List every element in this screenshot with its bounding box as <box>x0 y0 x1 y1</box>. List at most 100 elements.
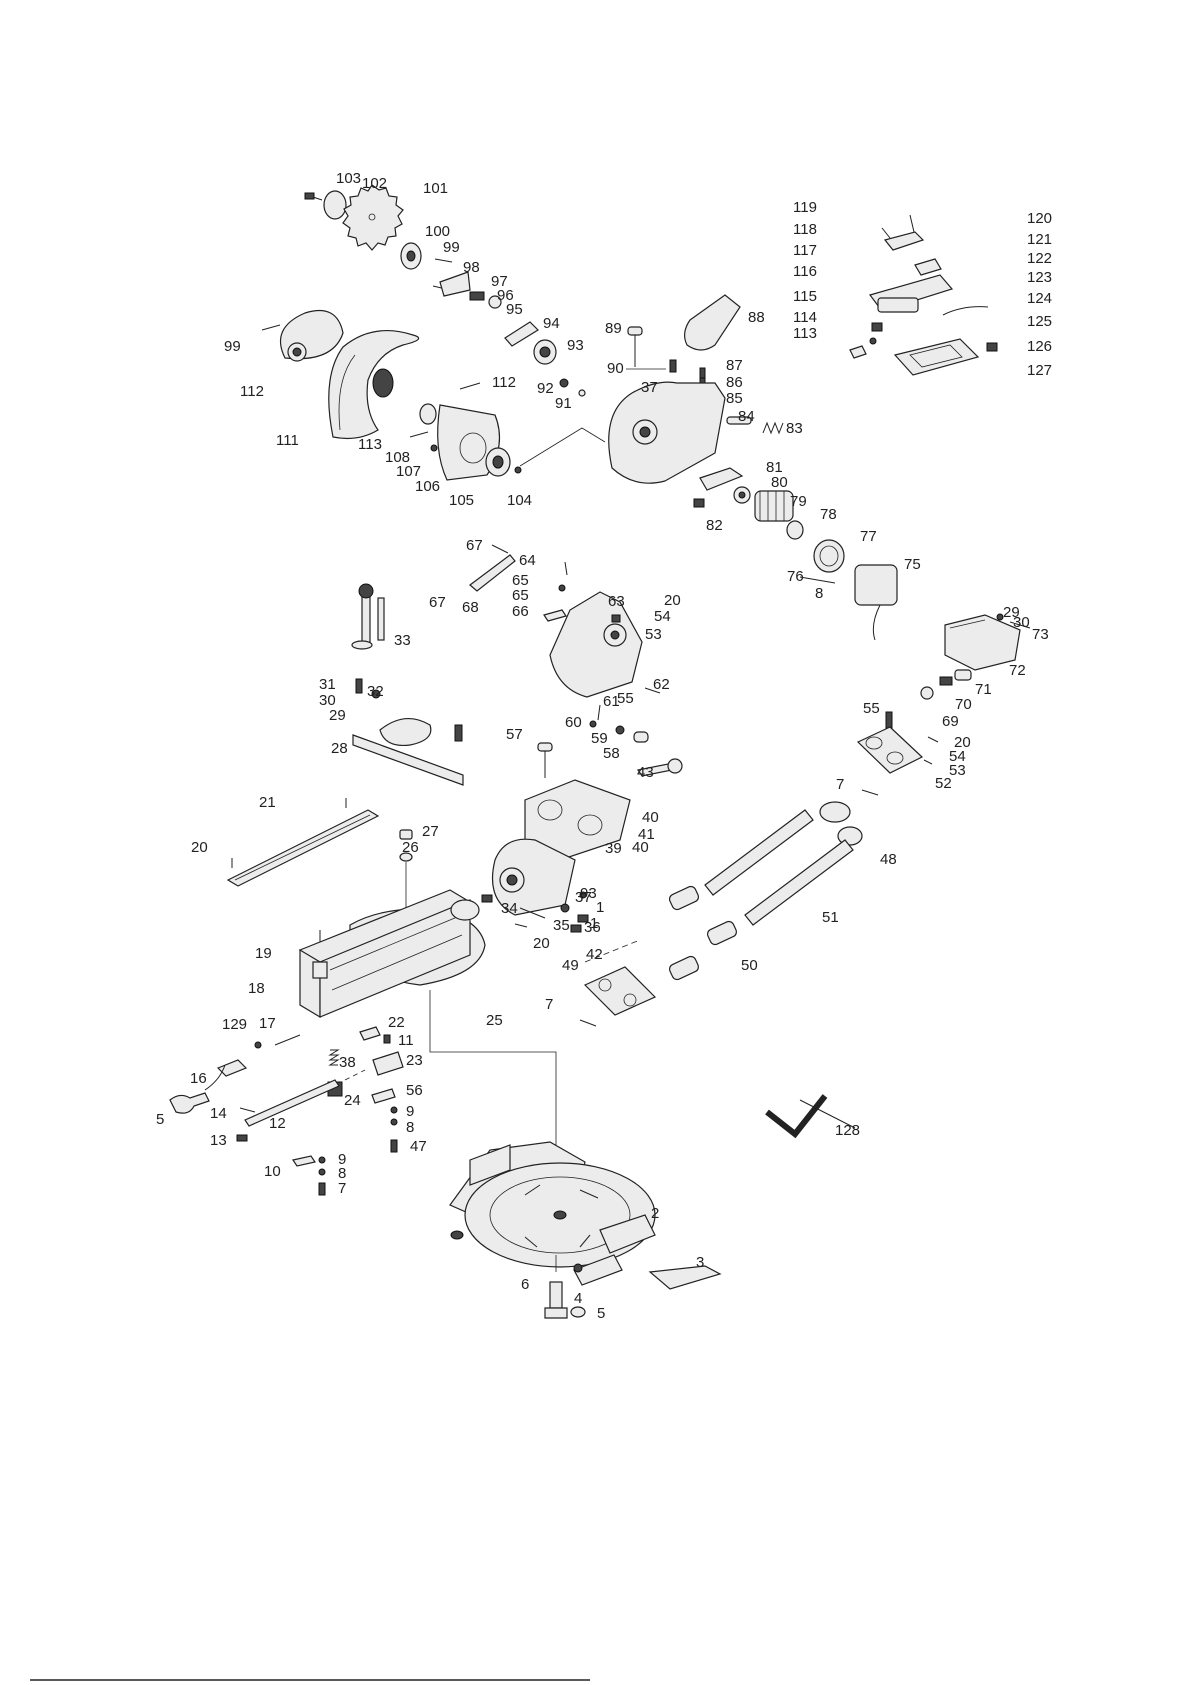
part-number-label: 17 <box>259 1015 276 1032</box>
part-number-label: 26 <box>402 839 419 856</box>
part-number-labels: 103 102 101 100 99 98 97 96 95 94 93 92 … <box>156 170 1052 1322</box>
part-number-label: 128 <box>835 1122 860 1139</box>
part-number-label: 78 <box>820 506 837 523</box>
part-number-label: 14 <box>210 1105 227 1122</box>
base-assembly <box>429 990 722 1319</box>
part-number-label: 47 <box>410 1138 427 1155</box>
part-number-label: 32 <box>367 683 384 700</box>
part-number-label: 106 <box>415 478 440 495</box>
part-number-label: 5 <box>597 1305 605 1322</box>
part-number-label: 7 <box>338 1180 346 1197</box>
part-number-label: 114 <box>793 309 817 326</box>
part-number-label: 25 <box>486 1012 503 1029</box>
part-number-label: 54 <box>949 748 966 765</box>
part-number-label: 73 <box>1032 626 1049 643</box>
part-number-label: 50 <box>741 957 758 974</box>
part-number-label: 75 <box>904 556 921 573</box>
part-number-label: 113 <box>793 325 817 342</box>
hex-key-icon <box>765 1094 856 1139</box>
part-number-label: 117 <box>793 242 817 259</box>
part-number-label: 64 <box>519 552 536 569</box>
part-number-label: 35 <box>553 917 570 934</box>
part-number-label: 76 <box>787 568 804 585</box>
part-number-label: 30 <box>1013 614 1030 631</box>
part-number-label: 13 <box>210 1132 227 1149</box>
part-number-label: 91 <box>555 395 572 412</box>
part-number-label: 71 <box>975 681 992 698</box>
part-number-label: 67 <box>466 537 483 554</box>
part-number-label: 55 <box>863 700 880 717</box>
part-number-label: 98 <box>463 259 480 276</box>
part-number-label: 83 <box>786 420 803 437</box>
part-number-label: 65 <box>512 587 529 604</box>
part-number-label: 36 <box>584 919 601 936</box>
part-number-label: 8 <box>815 585 823 602</box>
fence-assembly <box>226 583 464 887</box>
part-number-label: 81 <box>766 459 783 476</box>
part-number-label: 37 <box>575 889 592 906</box>
part-number-label: 88 <box>748 309 765 326</box>
part-number-label: 102 <box>362 175 387 192</box>
part-number-label: 118 <box>793 221 817 238</box>
part-number-label: 85 <box>726 390 743 407</box>
part-number-label: 125 <box>1027 313 1052 330</box>
part-number-label: 40 <box>632 839 649 856</box>
part-number-label: 58 <box>603 745 620 762</box>
part-number-label: 96 <box>497 287 514 304</box>
blade-guard-assembly <box>261 309 606 481</box>
part-number-label: 77 <box>860 528 877 545</box>
part-number-label: 30 <box>319 692 336 709</box>
part-number-label: 65 <box>512 572 529 589</box>
saw-blade-icon <box>342 184 404 251</box>
part-number-label: 40 <box>642 809 659 826</box>
part-number-label: 120 <box>1027 210 1052 227</box>
blade-assembly <box>304 184 586 397</box>
part-number-label: 51 <box>822 909 839 926</box>
part-number-label: 41 <box>638 826 655 843</box>
part-number-label: 16 <box>190 1070 207 1087</box>
part-number-label: 60 <box>565 714 582 731</box>
part-number-label: 11 <box>398 1032 414 1049</box>
part-number-label: 89 <box>605 320 622 337</box>
part-number-label: 53 <box>645 626 662 643</box>
part-number-label: 37 <box>641 379 658 396</box>
part-number-label: 62 <box>653 676 670 693</box>
part-number-label: 39 <box>605 840 622 857</box>
part-number-label: 63 <box>608 593 625 610</box>
part-number-label: 20 <box>533 935 550 952</box>
part-number-label: 103 <box>336 170 361 187</box>
part-number-label: 72 <box>1009 662 1026 679</box>
part-number-label: 28 <box>331 740 348 757</box>
part-number-label: 107 <box>396 463 421 480</box>
part-number-label: 112 <box>240 383 264 400</box>
part-number-label: 5 <box>156 1111 164 1128</box>
part-number-label: 18 <box>248 980 265 997</box>
part-number-label: 8 <box>406 1119 414 1136</box>
part-number-label: 90 <box>607 360 624 377</box>
part-number-label: 93 <box>580 885 597 902</box>
part-number-label: 1 <box>596 899 604 916</box>
motor-housing-assembly <box>608 294 784 484</box>
part-number-label: 22 <box>388 1014 405 1031</box>
part-number-label: 2 <box>651 1205 659 1222</box>
part-number-label: 1 <box>590 915 598 932</box>
part-number-label: 54 <box>654 608 671 625</box>
part-number-label: 9 <box>338 1151 346 1168</box>
armature-assembly <box>693 467 1031 700</box>
part-number-label: 105 <box>449 492 474 509</box>
part-number-label: 108 <box>385 449 410 466</box>
part-number-label: 4 <box>574 1290 582 1307</box>
bevel-arm-assembly <box>169 829 486 1196</box>
part-number-label: 20 <box>954 734 971 751</box>
part-number-label: 121 <box>1027 231 1052 248</box>
part-number-label: 93 <box>567 337 584 354</box>
part-number-label: 87 <box>726 357 743 374</box>
part-number-label: 61 <box>603 693 620 710</box>
part-number-label: 56 <box>406 1082 423 1099</box>
part-number-label: 31 <box>319 676 336 693</box>
rail-assembly <box>579 711 939 1027</box>
part-number-label: 86 <box>726 374 743 391</box>
part-number-label: 8 <box>338 1165 346 1182</box>
part-number-label: 101 <box>423 180 448 197</box>
